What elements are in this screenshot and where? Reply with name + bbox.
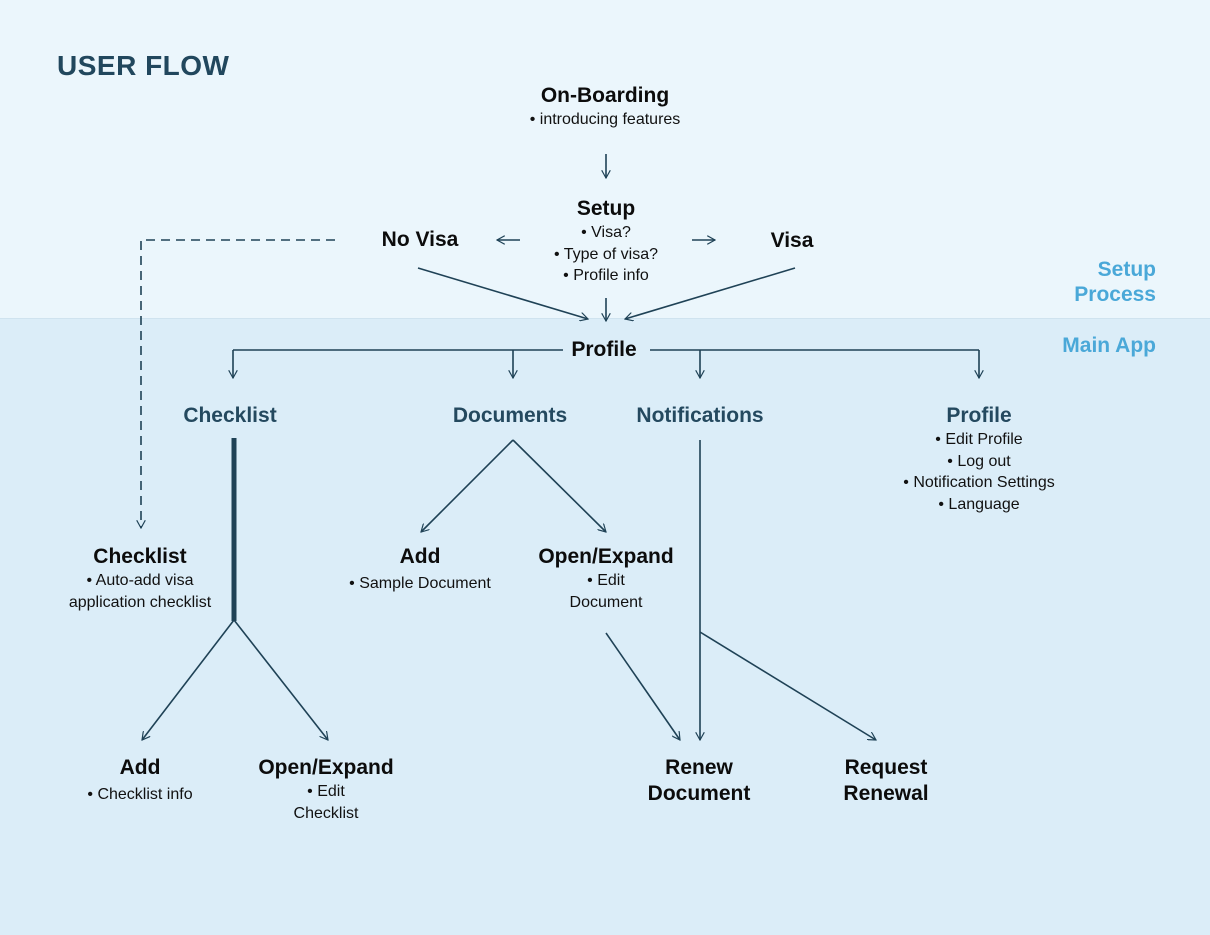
page-title: USER FLOW (57, 50, 230, 81)
arrow-docopen-renew (605, 632, 680, 740)
dashed-novisa-checklist (141, 239, 335, 528)
node-visa: Visa (770, 229, 814, 252)
node-checklist-auto-add: Checklist • Auto-add visa application ch… (69, 544, 211, 613)
node-no-visa: No Visa (381, 228, 459, 251)
setup-label: Setup (576, 197, 636, 220)
category-notifications: Notifications (636, 404, 764, 427)
arrow-documents-open (512, 439, 606, 532)
category-documents: Documents (452, 404, 568, 427)
arrow-checklist-open (233, 619, 328, 740)
doc-add-items: • Sample Document (349, 575, 491, 592)
node-request-renewal: Request Renewal (843, 756, 929, 805)
check-open-items: • Edit Checklist (293, 783, 359, 822)
node-profile-settings: Profile • Edit Profile • Log out • Notif… (903, 403, 1054, 515)
node-renew-document: Renew Document (647, 756, 751, 805)
checklist-auto-label: Checklist (93, 545, 187, 568)
check-add-label: Add (119, 756, 161, 779)
node-onboarding: On-Boarding • introducing features (530, 83, 681, 131)
arrow-checklist-add (142, 619, 235, 740)
section-label-main-app: Main App (1062, 334, 1156, 357)
doc-open-label: Open/Expand (538, 545, 674, 568)
node-document-open: Open/Expand • Edit Document (538, 544, 673, 613)
section-label-setup-process: Setup Process (1074, 258, 1156, 306)
onboarding-items: • introducing features (529, 111, 681, 128)
node-checklist-add: Add • Checklist info (87, 755, 192, 806)
node-checklist-open: Open/Expand • Edit Checklist (258, 755, 393, 824)
onboarding-label: On-Boarding (540, 84, 670, 107)
checklist-auto-items: • Auto-add visa application checklist (68, 572, 212, 611)
node-profile-hub: Profile (571, 338, 637, 361)
arrow-visa-profile (625, 267, 796, 319)
node-document-add: Add • Sample Document (349, 544, 491, 595)
node-setup: Setup • Visa? • Type of visa? • Profile … (554, 196, 658, 287)
doc-add-label: Add (399, 545, 441, 568)
category-checklist: Checklist (183, 404, 277, 427)
arrow-notifications-request (699, 631, 876, 741)
doc-open-items: • Edit Document (569, 572, 643, 611)
check-open-label: Open/Expand (258, 756, 394, 779)
arrow-novisa-profile (417, 267, 588, 319)
main-app-band (0, 318, 1210, 935)
profile-items: • Edit Profile • Log out • Notification … (903, 431, 1055, 513)
category-profile: Profile (946, 404, 1012, 427)
arrow-documents-add (421, 439, 514, 532)
check-add-items: • Checklist info (87, 786, 193, 803)
setup-items: • Visa? • Type of visa? • Profile info (553, 224, 659, 284)
setup-process-band (0, 0, 1210, 318)
